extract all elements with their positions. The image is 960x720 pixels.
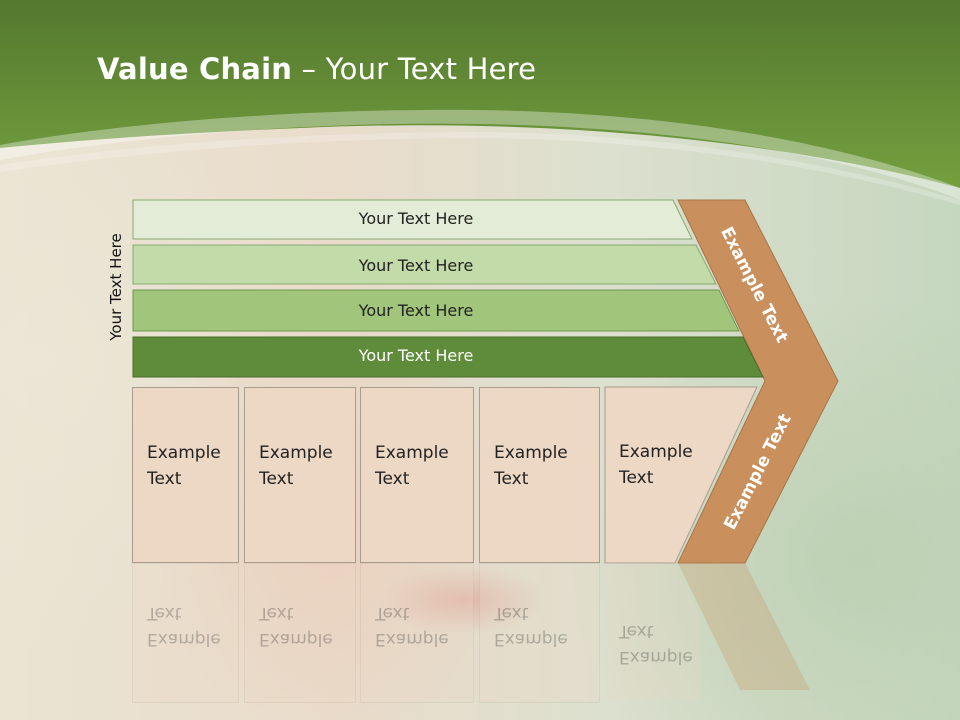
slide-title: Value Chain – Your Text Here — [97, 52, 536, 86]
activity-box-label-2-line1: Example — [259, 443, 333, 463]
bar-shape-3 — [132, 289, 740, 332]
box-reflection-5 — [605, 563, 700, 700]
slide-title-rest: – Your Text Here — [292, 52, 537, 86]
chevron-arrow — [677, 199, 839, 564]
bar-label-1: Your Text Here — [358, 209, 474, 228]
activity-box-label-4-line2: Text — [494, 469, 529, 489]
bar-label-4: Your Text Here — [358, 346, 474, 365]
bar-shape-1 — [132, 199, 693, 240]
activity-box-label-1-line2: Text — [147, 469, 182, 489]
bar-label-3: Your Text Here — [358, 301, 474, 320]
activity-box-label-2-line2: Text — [259, 469, 294, 489]
chevron-reflection — [678, 563, 810, 690]
activity-box-label-3-line1: Example — [375, 443, 449, 463]
activity-box-label-5-line1: Example — [619, 442, 693, 462]
bar-shape-2 — [132, 244, 717, 285]
background-photo-detail — [378, 565, 548, 635]
activity-box-label-5-line2: Text — [619, 468, 654, 488]
slide-title-bold: Value Chain — [97, 52, 293, 86]
activity-box-label-1-line1: Example — [147, 443, 221, 463]
bar-label-2: Your Text Here — [358, 256, 474, 275]
activity-box-label-3-line2: Text — [375, 469, 410, 489]
bar-shape-4 — [132, 336, 764, 378]
box-shape-5 — [604, 386, 758, 564]
activity-box-label-4-line1: Example — [494, 443, 568, 463]
